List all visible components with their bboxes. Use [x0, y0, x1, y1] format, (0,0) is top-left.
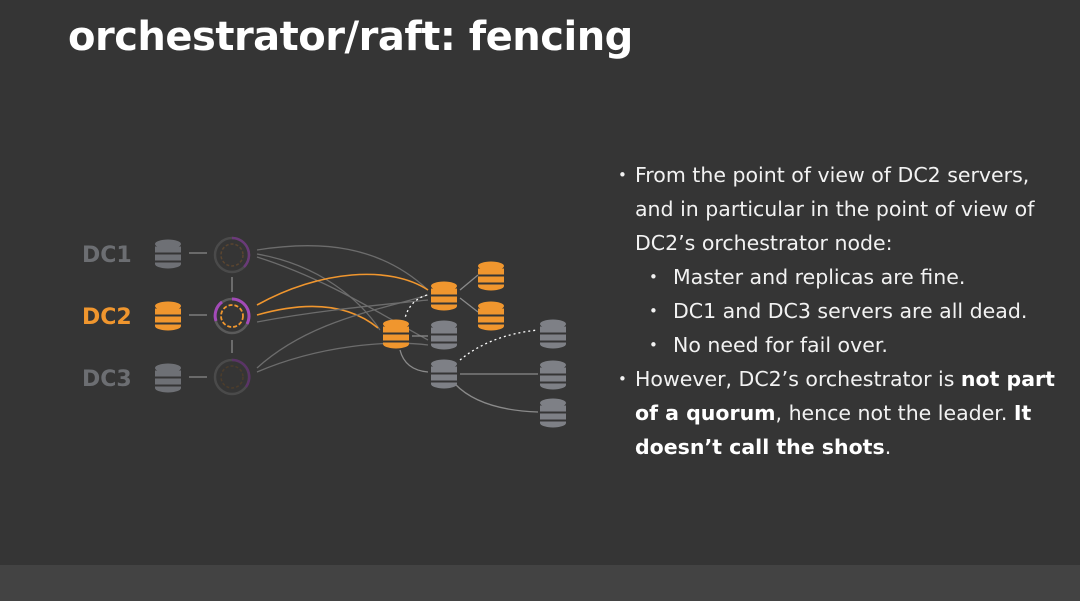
dc2-probe-line-3 [256, 299, 429, 323]
replica-server-icon-a [478, 261, 504, 291]
dc2-orchestrator-node-icon [213, 297, 251, 335]
dc2-probe-line-1 [256, 273, 429, 306]
dc2-probe-line-2 [256, 305, 379, 329]
sub-bullet-master-fine-text: Master and replicas are fine. [673, 265, 966, 289]
dc3-orchestrator-node-icon [213, 358, 251, 396]
dead-server-icon-c [540, 319, 566, 349]
dc2-replica-server-icon [383, 319, 409, 349]
dc3-probe-line-2 [256, 342, 429, 373]
slide-title: orchestrator/raft: fencing [68, 14, 633, 60]
footer-bar [0, 565, 1080, 601]
replication-master-to-replica-b [459, 297, 479, 313]
bullet-not-quorum: However, DC2’s orchestrator is not part … [618, 362, 1058, 464]
dc3-server-icon [155, 363, 181, 393]
bullet-not-quorum-emphasis-1: not part of a quorum [635, 367, 1055, 425]
sub-bullet-master-fine: Master and replicas are fine. [618, 260, 1058, 294]
dc1-label: DC1 [82, 243, 132, 268]
master-server-icon [431, 281, 457, 311]
dead-server-icon-b [431, 359, 457, 389]
dc2-label: DC2 [82, 305, 132, 330]
bullet-point-of-view-text: From the point of view of DC2 servers, a… [635, 163, 1035, 255]
replication-master-to-replica-a [459, 274, 479, 291]
sub-bullet-no-failover-text: No need for fail over. [673, 333, 888, 357]
bullet-not-quorum-text-1: However, DC2’s orchestrator is [635, 367, 961, 391]
sub-bullet-no-failover: No need for fail over. [618, 328, 1058, 362]
replication-dead-to-dead-c [454, 383, 539, 413]
bullet-not-quorum-text-3: . [884, 435, 892, 459]
dc1-probe-line-1 [256, 245, 429, 291]
sub-bullet-dc-dead: DC1 and DC3 servers are all dead. [618, 294, 1058, 328]
bullet-not-quorum-text-2: , hence not the leader. [775, 401, 1014, 425]
connection-lines [189, 245, 539, 413]
dc1-probe-line-3 [256, 256, 429, 341]
dead-server-icon-d [540, 360, 566, 390]
replication-dc2-to-dead-b [399, 349, 429, 373]
dc3-probe-line-1 [256, 294, 429, 369]
sub-bullet-dc-dead-text: DC1 and DC3 servers are all dead. [673, 299, 1028, 323]
replication-master-to-dc2-replica [404, 294, 428, 319]
replica-server-icon-b [478, 301, 504, 331]
replication-dead-to-dead-a [459, 329, 539, 361]
dc1-server-icon [155, 239, 181, 269]
dc3-label: DC3 [82, 367, 132, 392]
bullet-not-quorum-emphasis-2: It doesn’t call the shots [635, 401, 1032, 459]
dc2-server-icon [155, 301, 181, 331]
dc1-probe-line-2 [256, 253, 381, 331]
dead-server-icon-e [540, 398, 566, 428]
dc1-orchestrator-node-icon [213, 236, 251, 274]
bullet-list: From the point of view of DC2 servers, a… [618, 158, 1058, 464]
bullet-point-of-view: From the point of view of DC2 servers, a… [618, 158, 1058, 260]
dead-server-icon-a [431, 320, 457, 350]
